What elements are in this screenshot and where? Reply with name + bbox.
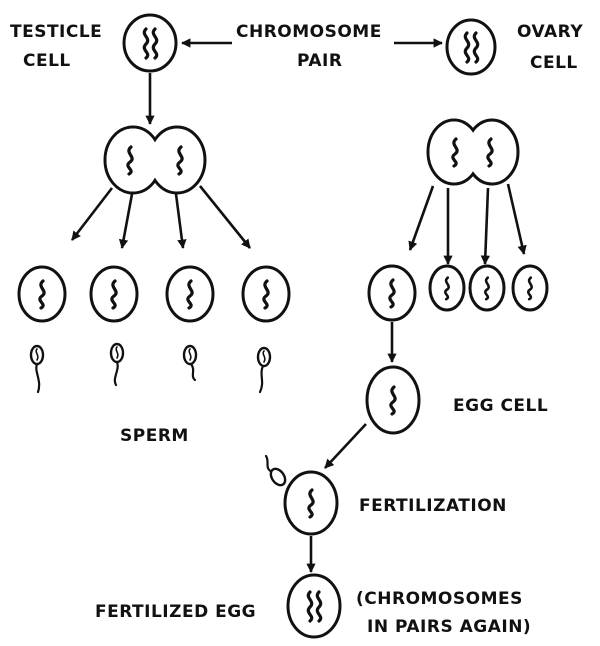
testicle-label-line2: CELL <box>23 51 71 71</box>
fertilizing-sperm <box>266 456 288 488</box>
note-line1: (CHROMOSOMES <box>356 589 523 609</box>
egg-cell <box>367 367 419 433</box>
egg-cell-label: EGG CELL <box>453 396 548 416</box>
polar-body-2 <box>470 266 504 310</box>
arrow-to-egg-1 <box>410 186 433 250</box>
arrow-to-polar-2 <box>485 188 488 264</box>
arrow-to-sperm-4 <box>200 186 250 248</box>
ovary-label-line2: CELL <box>530 53 578 73</box>
sperm-cell-2 <box>91 267 137 321</box>
arrow-to-sperm-1 <box>72 188 112 240</box>
arrow-to-fertilization <box>325 424 366 468</box>
testicle-label-line1: TESTICLE <box>10 22 102 42</box>
sperm-1 <box>31 346 43 392</box>
note-line2: IN PAIRS AGAIN) <box>367 617 531 637</box>
sperm-cell-3 <box>167 267 213 321</box>
testicle-cell <box>124 15 176 71</box>
fertilized-egg-cell <box>288 575 340 637</box>
fertilized-egg-label: FERTILIZED EGG <box>95 602 256 622</box>
fertilization-cell <box>285 472 337 534</box>
fertilization-label: FERTILIZATION <box>359 496 507 516</box>
sperm-3 <box>184 346 196 380</box>
sperm-label: SPERM <box>120 426 189 446</box>
sperm-cell-4 <box>243 267 289 321</box>
egg-precursor-cell <box>369 266 415 320</box>
arrow-to-sperm-2 <box>122 194 132 248</box>
arrow-to-sperm-3 <box>176 194 183 248</box>
ovary-cell <box>447 20 495 74</box>
polar-body-1 <box>430 266 464 310</box>
dividing-testicle-cell <box>105 127 205 193</box>
sperm-cell-1 <box>19 267 65 321</box>
arrow-to-polar-3 <box>508 184 524 254</box>
chromosome-label-line2: PAIR <box>297 51 342 71</box>
polar-body-3 <box>513 266 547 310</box>
chromosome-label-line1: CHROMOSOME <box>236 22 382 42</box>
dividing-ovary-cell <box>428 120 518 184</box>
sperm-2 <box>111 344 123 385</box>
ovary-label-line1: OVARY <box>517 22 583 42</box>
sperm-4 <box>258 348 270 392</box>
